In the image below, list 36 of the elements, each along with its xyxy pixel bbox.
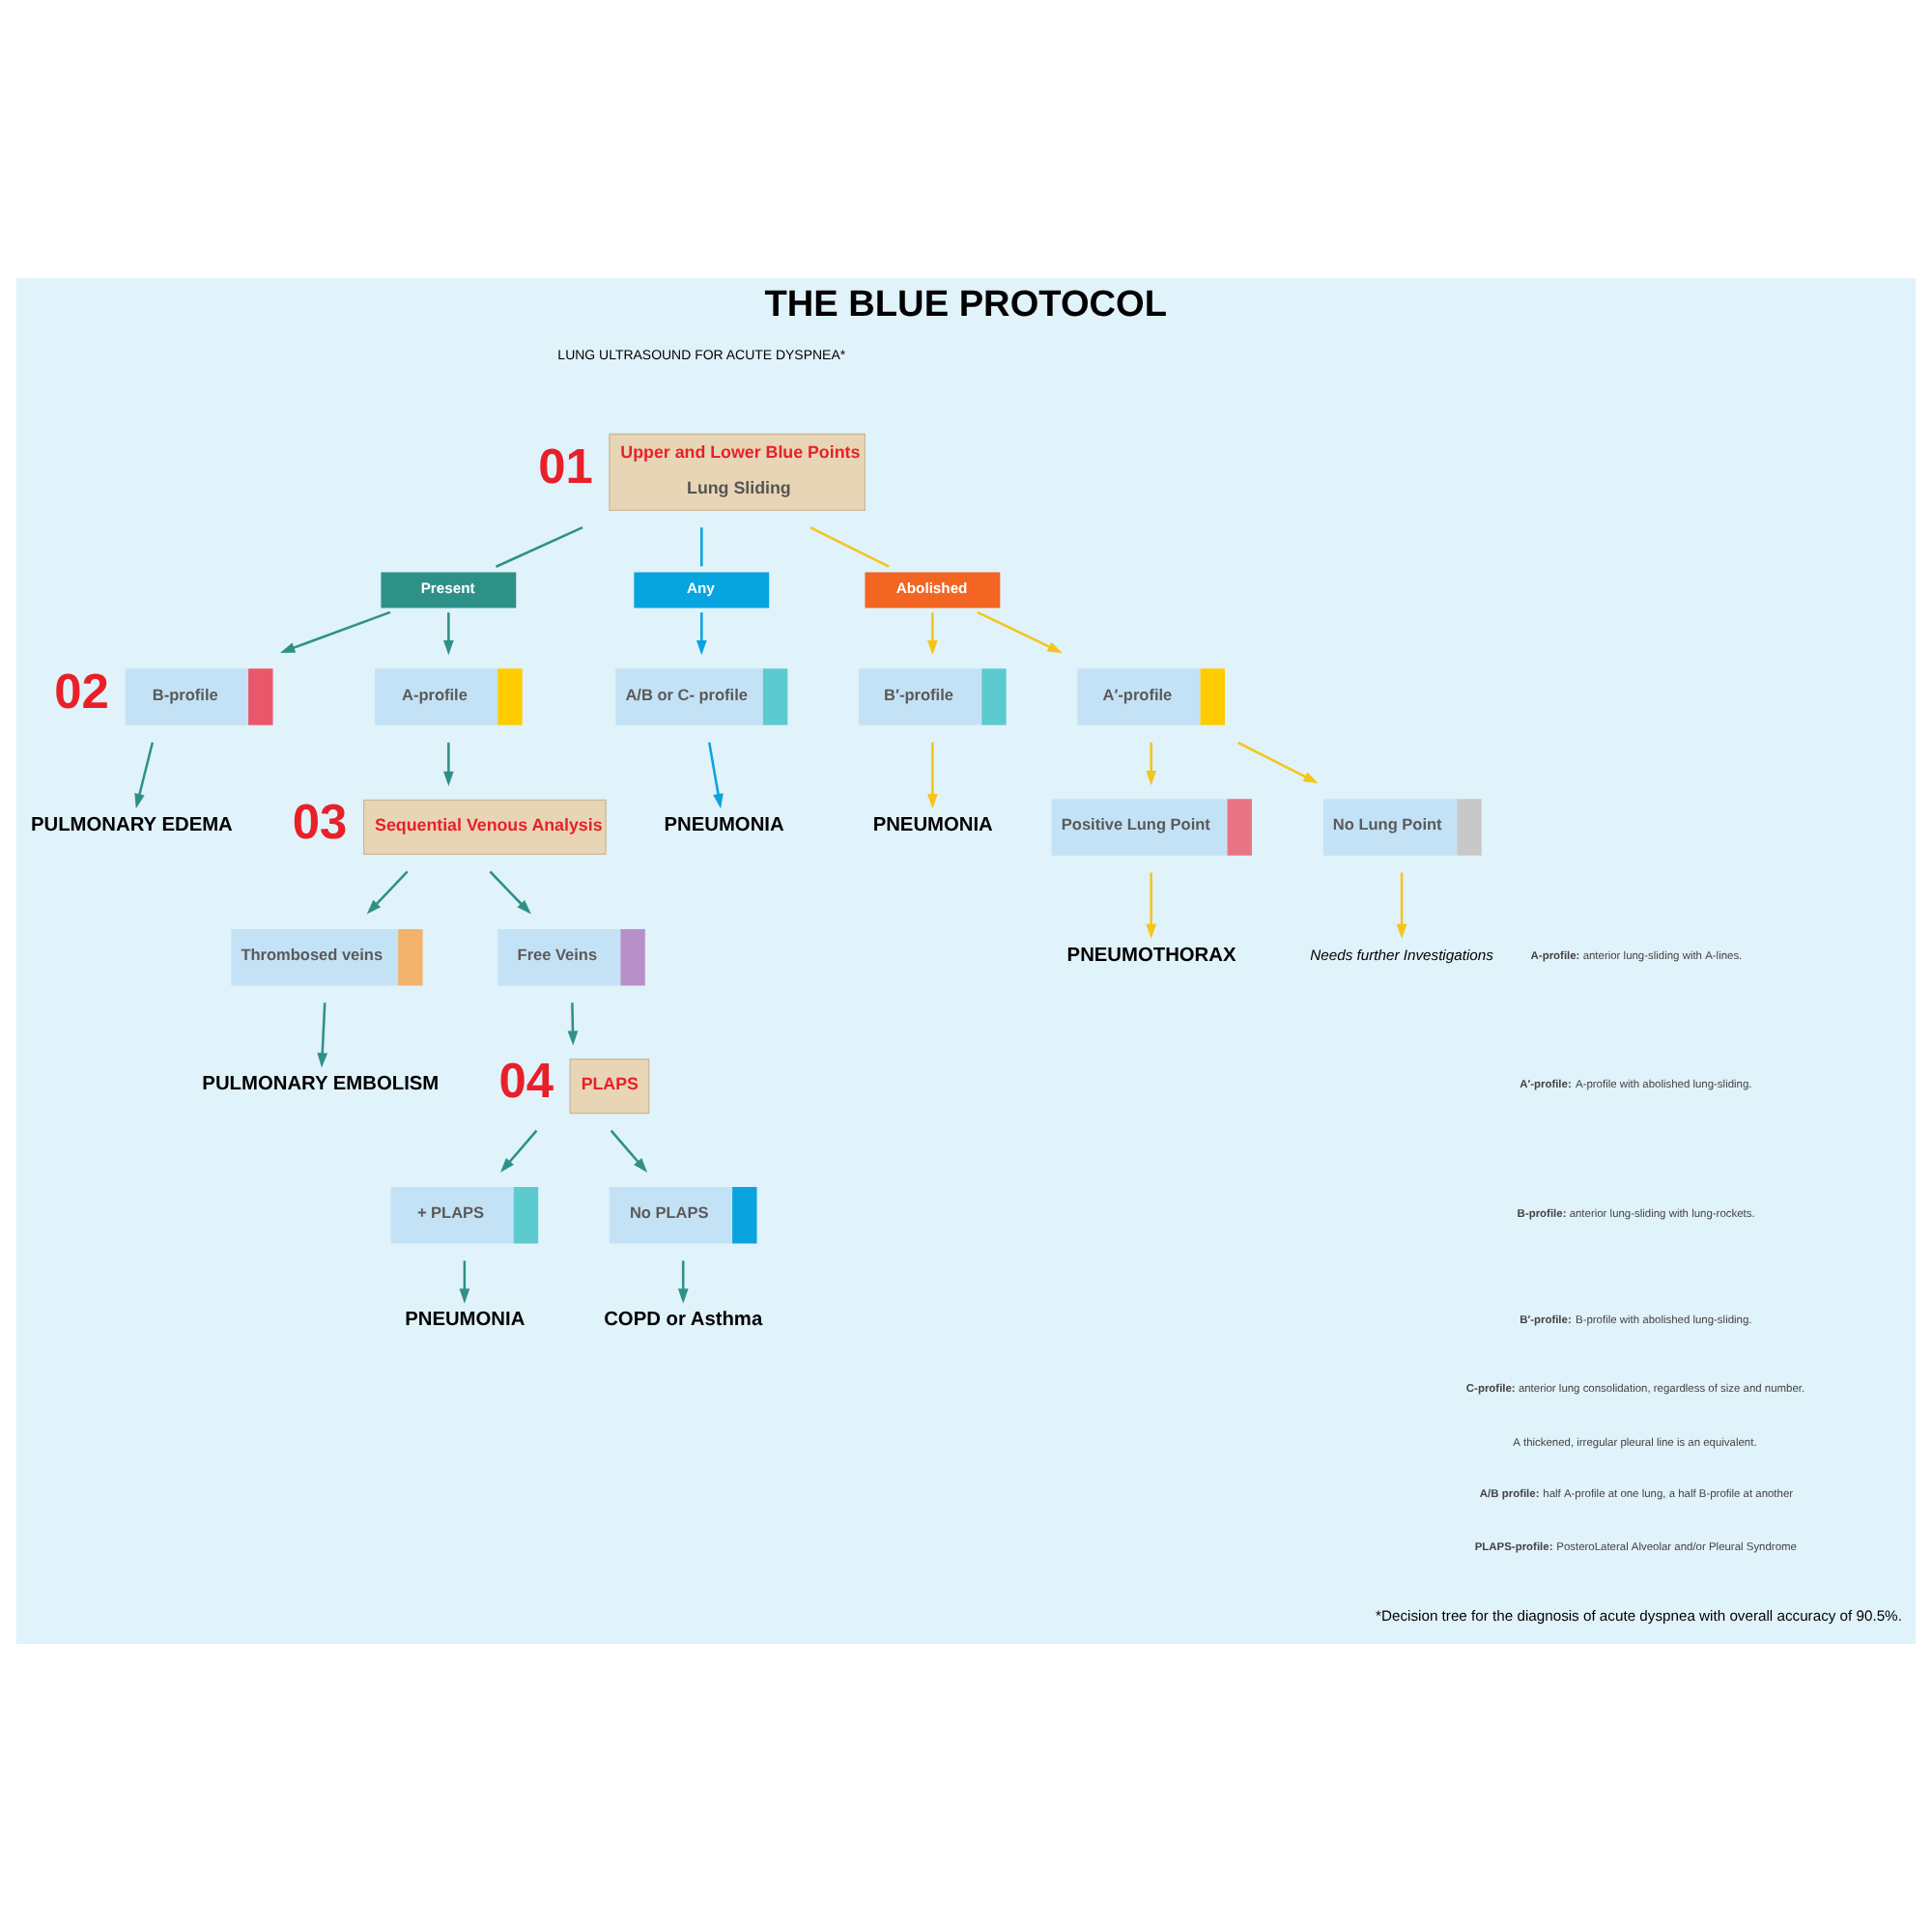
connector xyxy=(496,526,583,568)
arrow xyxy=(366,870,409,915)
arrow xyxy=(1146,872,1157,940)
arrow xyxy=(459,1260,470,1304)
arrow xyxy=(567,1003,579,1046)
arrow xyxy=(696,612,707,656)
arrow xyxy=(708,742,724,809)
arrow xyxy=(443,612,454,656)
connector xyxy=(700,527,703,567)
arrow xyxy=(489,870,531,915)
node-text: PULMONARY EMBOLISM xyxy=(202,1074,440,1096)
arrow xyxy=(1396,872,1407,940)
arrow xyxy=(1237,741,1319,784)
connector xyxy=(810,526,890,568)
arrow xyxy=(134,742,155,809)
node-label: 03 xyxy=(292,795,348,850)
arrow xyxy=(317,1003,328,1068)
node-text: PNEUMONIA xyxy=(872,814,993,836)
node-label: 01 xyxy=(538,440,593,495)
arrow xyxy=(280,610,391,653)
arrow xyxy=(443,742,454,787)
arrow xyxy=(610,1129,648,1173)
arrow xyxy=(500,1129,538,1173)
arrow xyxy=(677,1260,689,1304)
node-text: PNEUMONIA xyxy=(664,814,784,836)
node-text: PULMONARY EDEMA xyxy=(31,814,233,836)
arrow xyxy=(977,610,1063,654)
arrow xyxy=(927,742,938,809)
arrow xyxy=(927,612,938,656)
node-label: 04 xyxy=(498,1055,554,1110)
node-text: PNEUMOTHORAX xyxy=(1066,945,1236,967)
node-label: 02 xyxy=(54,665,109,721)
node-text: PNEUMONIA xyxy=(405,1310,526,1332)
node-text: COPD or Asthma xyxy=(604,1310,763,1332)
arrow xyxy=(1146,742,1157,786)
diagram-title: THE BLUE PROTOCOL xyxy=(764,285,1168,326)
